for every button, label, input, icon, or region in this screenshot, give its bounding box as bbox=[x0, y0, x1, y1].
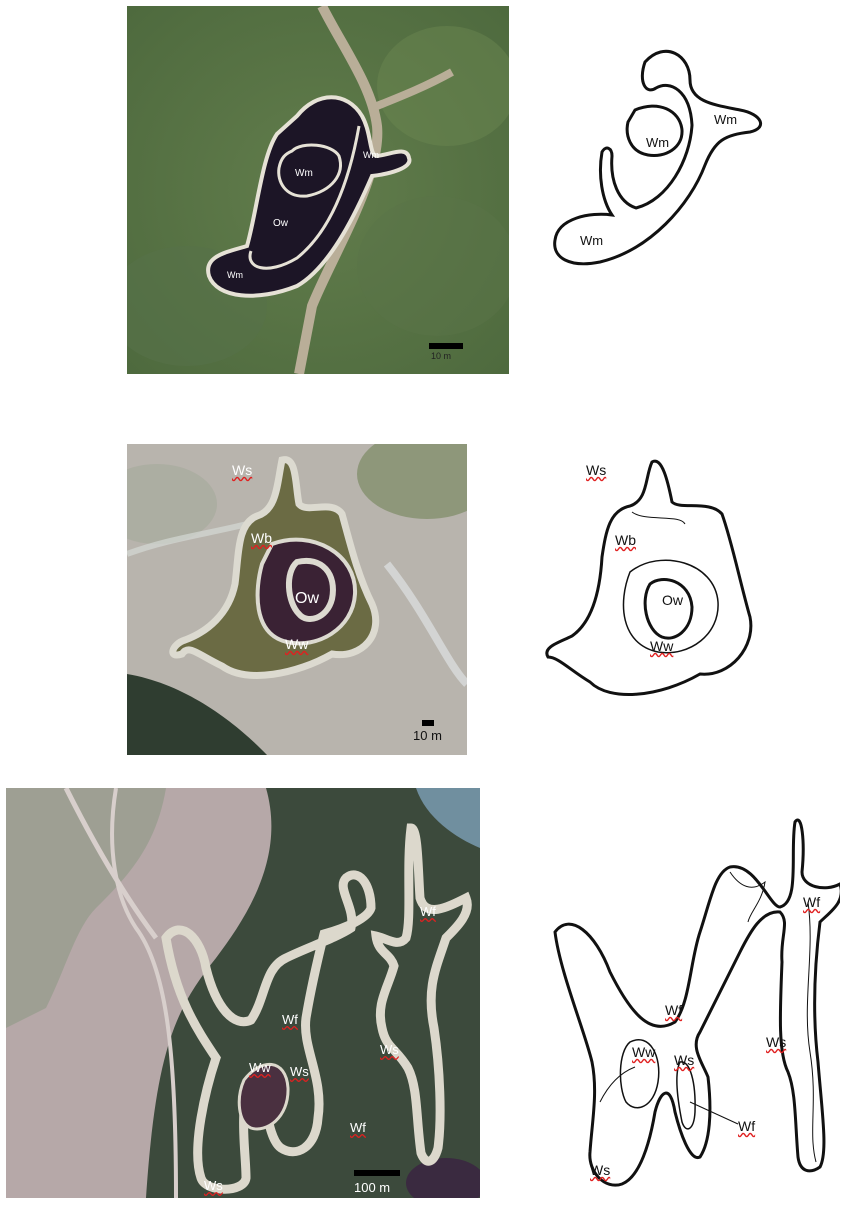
photo-label-ws: Ws bbox=[232, 462, 253, 478]
sketch-label-wb: Wb bbox=[615, 532, 636, 548]
photo-label-ws-bottom: Ws bbox=[204, 1178, 223, 1193]
sketch-label-wm-left: Wm bbox=[580, 233, 604, 248]
aerial-photo-site-1: Wm Wm Ow Wm 10 m bbox=[127, 6, 509, 374]
aerial-photo-site-3: Wf Wf Ww Ws Ws Wf Ws 100 m bbox=[6, 788, 480, 1198]
sketch-label-ws-bottom: Ws bbox=[590, 1162, 611, 1178]
scale-label: 100 m bbox=[354, 1180, 391, 1195]
sketch-label-ww: Ww bbox=[632, 1044, 656, 1060]
photo-label-ww: Ww bbox=[285, 636, 309, 652]
sketch-map-site-3: Wf Wf Ww Ws Ws Wf Ws bbox=[540, 812, 840, 1192]
photo-label-wf-middle: Wf bbox=[282, 1012, 298, 1027]
sketch-map-site-2: Ws Wb Ow Ww bbox=[540, 452, 770, 712]
photo-label-wm-left: Wm bbox=[227, 270, 243, 280]
photo-label-ws-right: Ws bbox=[380, 1042, 399, 1057]
wetland-outer-outline bbox=[161, 870, 376, 1194]
sketch-label-ws-right: Ws bbox=[766, 1034, 787, 1050]
photo-label-wm-inner: Wm bbox=[295, 168, 313, 179]
sketch-label-ow: Ow bbox=[662, 592, 683, 608]
sketch-label-wm-right: Wm bbox=[714, 112, 738, 127]
photo-label-wf-top-right: Wf bbox=[420, 904, 436, 919]
sketch-label-ws-center: Ws bbox=[674, 1052, 695, 1068]
sketch-label-wm-inner: Wm bbox=[646, 135, 670, 150]
scale-bar bbox=[422, 720, 434, 726]
sketch-label-ww: Ww bbox=[650, 638, 674, 654]
sketch-label-ws: Ws bbox=[586, 462, 607, 478]
aerial-photo-site-2: Ws Wb Ow Ww 10 m bbox=[127, 444, 467, 755]
photo-label-wm-right: Wm bbox=[363, 150, 379, 160]
photo-label-ow: Ow bbox=[273, 218, 288, 229]
sketch-label-wf-top-right: Wf bbox=[803, 894, 821, 910]
scale-label: 10 m bbox=[431, 351, 452, 361]
photo-label-wf-lower: Wf bbox=[350, 1120, 366, 1135]
scale-bar bbox=[354, 1170, 400, 1176]
photo-label-ow: Ow bbox=[295, 590, 319, 607]
scale-bar bbox=[429, 343, 463, 349]
sketch-label-wf-lower: Wf bbox=[738, 1118, 756, 1134]
sketch-map-site-1: Wm Wm Wm bbox=[540, 40, 780, 280]
wetland-inner-outline bbox=[277, 143, 342, 198]
photo-label-wb: Wb bbox=[251, 530, 272, 546]
photo-label-ww: Ww bbox=[249, 1060, 271, 1075]
scale-label: 10 m bbox=[413, 728, 442, 743]
photo-label-ws-center: Ws bbox=[290, 1064, 309, 1079]
sketch-label-wf-middle: Wf bbox=[665, 1002, 683, 1018]
